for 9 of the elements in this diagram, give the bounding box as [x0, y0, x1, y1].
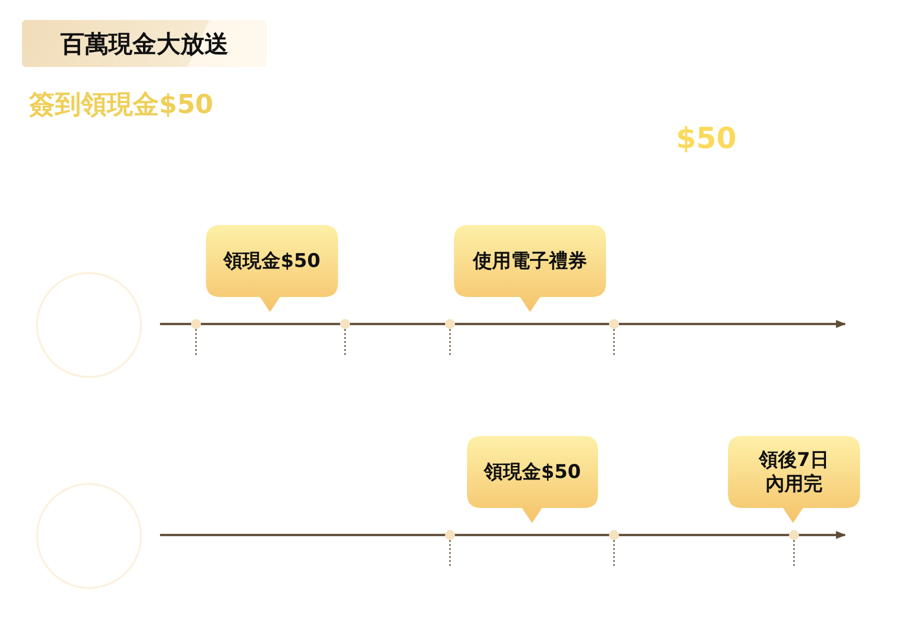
amount-text: $50: [676, 121, 737, 155]
circle-outline: [36, 272, 142, 378]
speech-bubble: 領後7日內用完: [728, 436, 860, 523]
speech-bubble: 領現金$50: [206, 225, 338, 312]
speech-bubble: 領現金$50: [467, 436, 598, 523]
circle-outline: [36, 483, 142, 589]
promo-heading: 簽到領現金$50: [29, 89, 214, 122]
speech-bubble: 使用電子禮券: [454, 225, 606, 312]
title-banner: 百萬現金大放送: [22, 20, 267, 67]
